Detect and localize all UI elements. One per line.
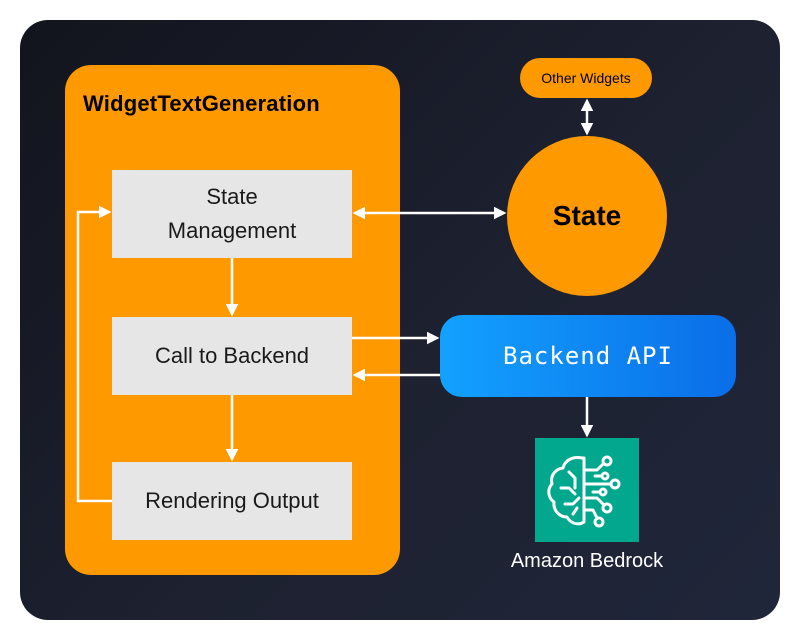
other-widgets-label: Other Widgets: [541, 70, 631, 86]
bedrock-brain-circuit-icon: [535, 438, 639, 542]
panel-title: WidgetTextGeneration: [83, 91, 320, 116]
call-to-backend-box: Call to Backend: [112, 317, 352, 395]
diagram-canvas: WidgetTextGeneration State Management Ca…: [20, 20, 780, 620]
amazon-bedrock-label: Amazon Bedrock: [510, 550, 664, 572]
state-management-box: State Management: [112, 170, 352, 258]
arrow-rendering-loop-back: [76, 205, 112, 503]
other-widgets-node: Other Widgets: [520, 58, 652, 98]
rendering-output-box: Rendering Output: [112, 462, 352, 540]
backend-api-node: Backend API: [440, 315, 736, 397]
call-to-backend-label: Call to Backend: [154, 343, 310, 368]
state-node: State: [507, 136, 667, 296]
state-label: State: [552, 200, 622, 231]
state-management-label: State Management: [167, 184, 297, 243]
backend-api-label: Backend API: [503, 342, 673, 370]
rendering-output-label: Rendering Output: [145, 488, 319, 513]
connector-arrows: [76, 98, 594, 503]
